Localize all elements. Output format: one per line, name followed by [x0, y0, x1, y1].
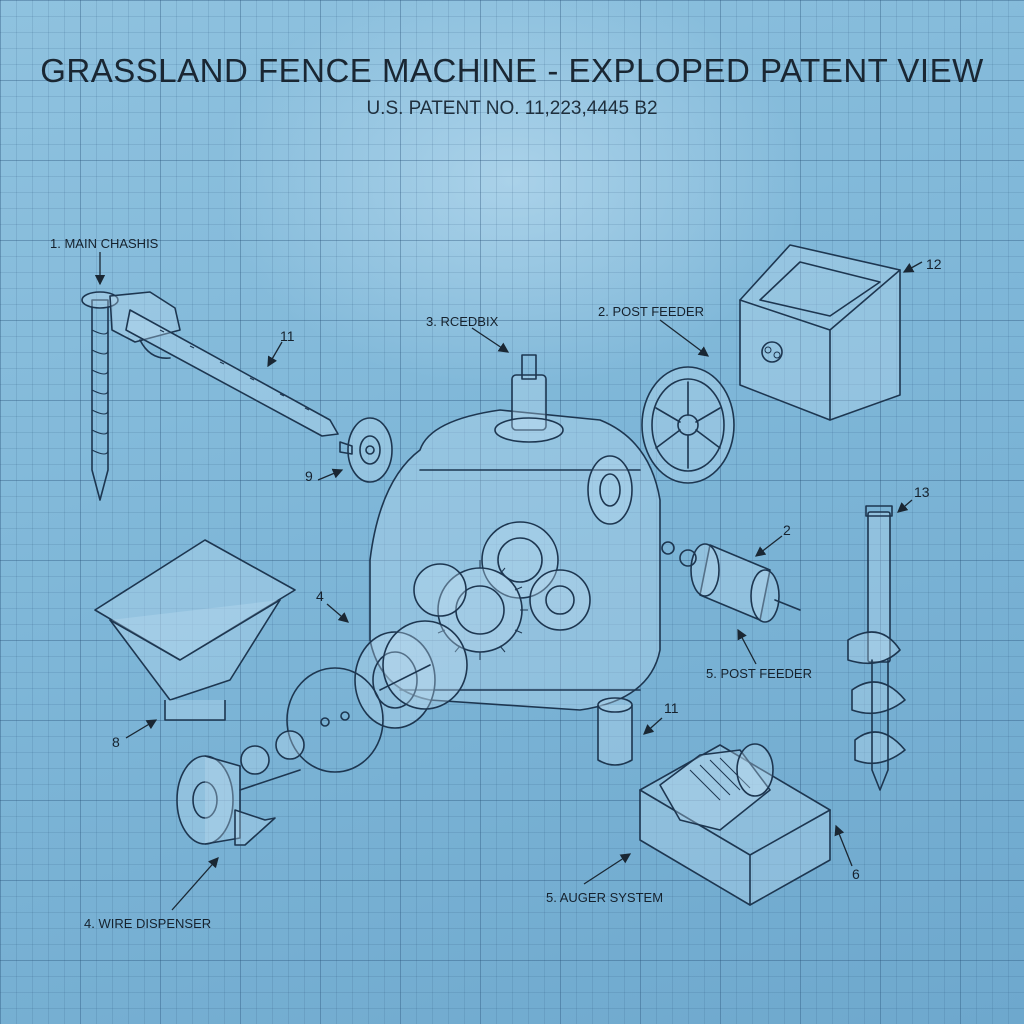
post-feeder-wheel-part — [641, 366, 735, 484]
leader-lines — [94, 252, 923, 911]
callout-auger-system: 5. AUGER SYSTEM — [546, 890, 664, 905]
callout-wire-dispenser: 4. WIRE DISPENSER — [84, 916, 212, 931]
small-flywheel-part — [339, 417, 393, 483]
callout-gearbox: 3. RCEDBIX — [426, 314, 499, 329]
callout-chassis-arm: 11 — [280, 328, 295, 344]
callout-funnel: 8 — [112, 734, 120, 750]
callout-cylinder: 11 — [664, 700, 679, 716]
gearbox-housing-part — [369, 354, 661, 711]
wire-dispenser-part — [176, 730, 305, 846]
callout-post-feeder-top: 2. POST FEEDER — [598, 304, 704, 319]
callout-motor: 2 — [783, 522, 791, 538]
callout-small-flywheel: 9 — [305, 468, 313, 484]
diagram-title: GRASSLAND FENCE MACHINE - EXPLOPED PATEN… — [40, 52, 984, 89]
funnel-part — [94, 539, 296, 721]
patent-number: U.S. PATENT NO. 11,223,4445 B2 — [366, 98, 658, 119]
callout-frame-left: 4 — [316, 588, 324, 604]
main-chassis-part — [81, 291, 339, 501]
callout-main-chassis: 1. MAIN CHASHIS — [50, 236, 159, 251]
callout-motor-box: 6 — [852, 866, 860, 882]
motor-part — [661, 541, 801, 623]
callout-auger-post: 13 — [914, 484, 930, 500]
cylinder-part — [597, 697, 633, 766]
callout-post-feeder-mid: 5. POST FEEDER — [706, 666, 812, 681]
motor-box-part — [639, 743, 831, 906]
hopper-box-part — [739, 244, 901, 421]
callout-hopper-box: 12 — [926, 256, 942, 272]
auger-post-part — [847, 505, 906, 791]
flywheel-assembly-part — [286, 620, 468, 773]
